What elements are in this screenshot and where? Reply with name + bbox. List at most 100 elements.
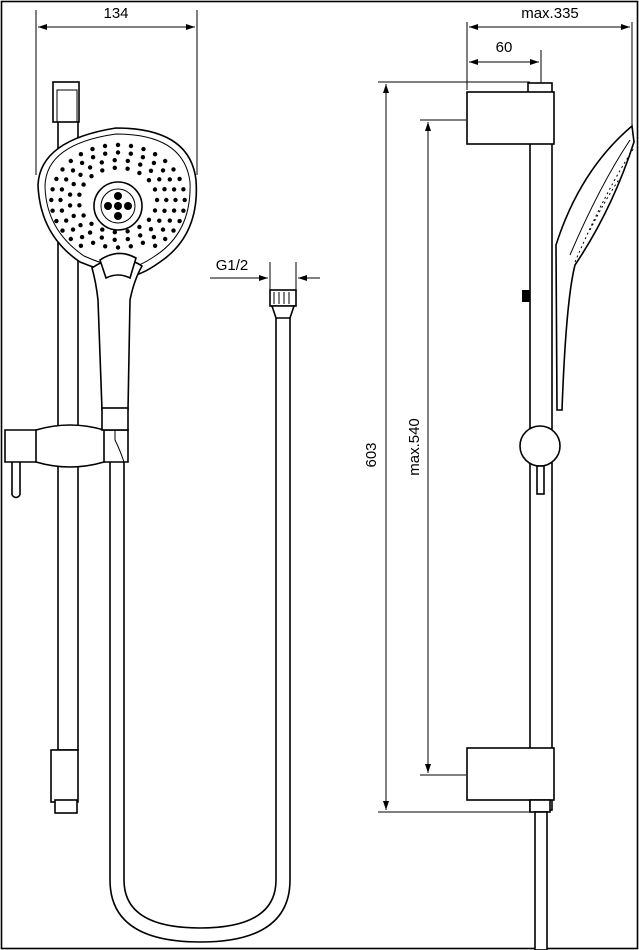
dimension-label-thread: G1/2 [216,257,249,274]
spray-nozzle-dot [152,243,158,248]
spray-nozzle-dot [128,143,134,149]
spray-nozzle-dot [112,237,117,242]
side-rail [466,82,555,950]
spray-nozzle-dot [81,182,86,187]
spray-nozzle-dot [89,174,94,179]
dimension-thread: G1/2 [210,257,320,290]
spray-nozzle-dot [50,187,55,192]
spray-nozzle-dot [140,155,146,160]
spray-nozzle-dot [173,197,178,203]
spray-nozzle-dot [115,142,121,148]
dimension-label-bracket-depth: 60 [496,39,513,56]
spray-nozzle-dot [90,240,96,245]
spray-nozzle-dot [154,197,160,203]
spray-nozzle-dot [100,168,105,173]
spray-nozzle-dot [137,170,142,176]
spray-nozzle-dot [151,234,157,240]
spray-nozzle-dot [54,218,59,224]
spray-nozzle-dot [182,197,187,203]
spray-nozzle-dot [167,177,172,182]
spray-nozzle-dot [67,203,73,208]
spray-nozzle-dot [63,177,69,182]
shower-hose [109,289,297,943]
spray-nozzle-dot [78,223,83,228]
spray-nozzle-dot [125,158,130,164]
spray-nozzle-dot [77,203,82,208]
spray-nozzle-dot [181,208,186,213]
spray-nozzle-dot [78,172,83,177]
spray-nozzle-dot [148,227,154,232]
spray-nozzle-dot [49,197,54,203]
spray-nozzle-dot [50,208,55,213]
spray-nozzle-dot [160,168,166,173]
spray-nozzle-dot [70,168,76,173]
spray-nozzle-dot [152,187,158,192]
spray-nozzle-dot [128,244,133,249]
spray-nozzle-dot [167,218,172,223]
spray-nozzle-dot [78,152,84,157]
spray-nozzle-dot [138,233,143,238]
spray-nozzle-dot [71,213,76,219]
spray-nozzle-dot [100,227,105,232]
side-hand-shower [555,124,635,411]
spray-nozzle-dot [157,177,162,182]
spray-nozzle-dot [163,236,168,242]
spray-nozzle-dot [171,208,177,213]
spray-nozzle-dot [77,192,82,197]
front-view: 134 [4,5,320,943]
spray-nozzle-dot [59,208,65,213]
spray-nozzle-dot [115,245,121,250]
side-top-bracket [466,91,555,145]
spray-nozzle-dot [162,208,167,213]
spray-nozzle-dot [102,143,108,149]
spray-nozzle-dot [87,165,93,170]
side-slider-knob [519,425,561,495]
side-rail-marker [522,290,530,302]
spray-nozzle-dot [71,181,76,187]
spray-nozzle-dot [79,234,85,240]
hand-shower-handle [91,257,144,411]
dimension-projection: max.335 [466,5,633,125]
spray-nozzle-dot [141,146,146,152]
spray-nozzle-dot [99,235,105,240]
spray-nozzle-dot [90,146,95,152]
spray-nozzle-dot [67,192,73,197]
spray-nozzle-dot [89,221,94,226]
spray-nozzle-dot [54,176,59,182]
spray-nozzle-dot [140,240,146,245]
spray-nozzle-dot [90,155,96,160]
spray-nozzle-dot [59,187,65,192]
spray-nozzle-dot [78,243,84,248]
spray-nozzle-dot [163,158,168,164]
dimension-width: 134 [35,5,198,175]
dimension-label-width: 134 [103,5,128,22]
spray-nozzle-dot [99,160,105,165]
spray-nozzle-dot [125,229,130,234]
spray-nozzle-dot [87,230,93,235]
front-slider [4,424,129,499]
spray-nozzle-dot [60,228,65,233]
dimension-label-rail-length: 603 [363,442,380,467]
spray-nozzle-dot [68,158,74,164]
spray-nozzle-dot [152,208,158,213]
dimension-bracket-depth: 60 [469,39,542,88]
spray-nozzle-dot [171,228,176,233]
spray-nozzle-dot [162,187,167,192]
spray-nozzle-dot [125,166,130,171]
spray-nozzle-dot [152,152,158,157]
spray-nozzle-dot [148,168,154,173]
spray-nozzle-dot [171,187,177,192]
side-bottom-bracket [466,747,555,801]
spray-nozzle-dot [160,227,166,232]
dimension-label-projection: max.335 [521,5,579,22]
spray-nozzle-dot [112,230,118,235]
spray-nozzle-dot [115,150,121,155]
spray-nozzle-dot [151,160,157,166]
dimension-label-slider-travel: max.540 [406,418,423,476]
spray-nozzle-dot [60,167,65,172]
rail-bottom-bracket [50,749,79,803]
spray-nozzle-dot [103,244,108,249]
spray-nozzle-dot [138,162,143,167]
